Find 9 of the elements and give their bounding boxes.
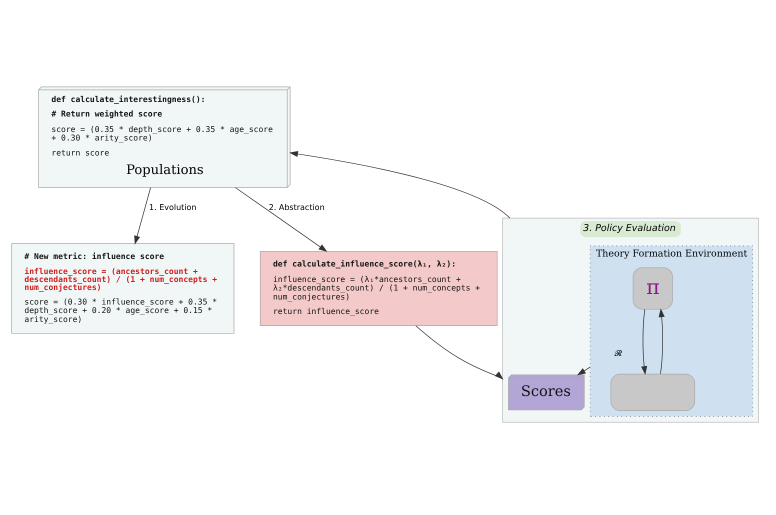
arrow: [415, 325, 504, 380]
node-box: π: [632, 267, 673, 310]
arrow: [134, 187, 151, 245]
arrow: [641, 309, 648, 375]
arrow: [576, 366, 590, 376]
arrow: [235, 187, 328, 252]
node-box: [610, 374, 696, 411]
arrow: [289, 150, 510, 218]
arrow: [658, 308, 665, 374]
